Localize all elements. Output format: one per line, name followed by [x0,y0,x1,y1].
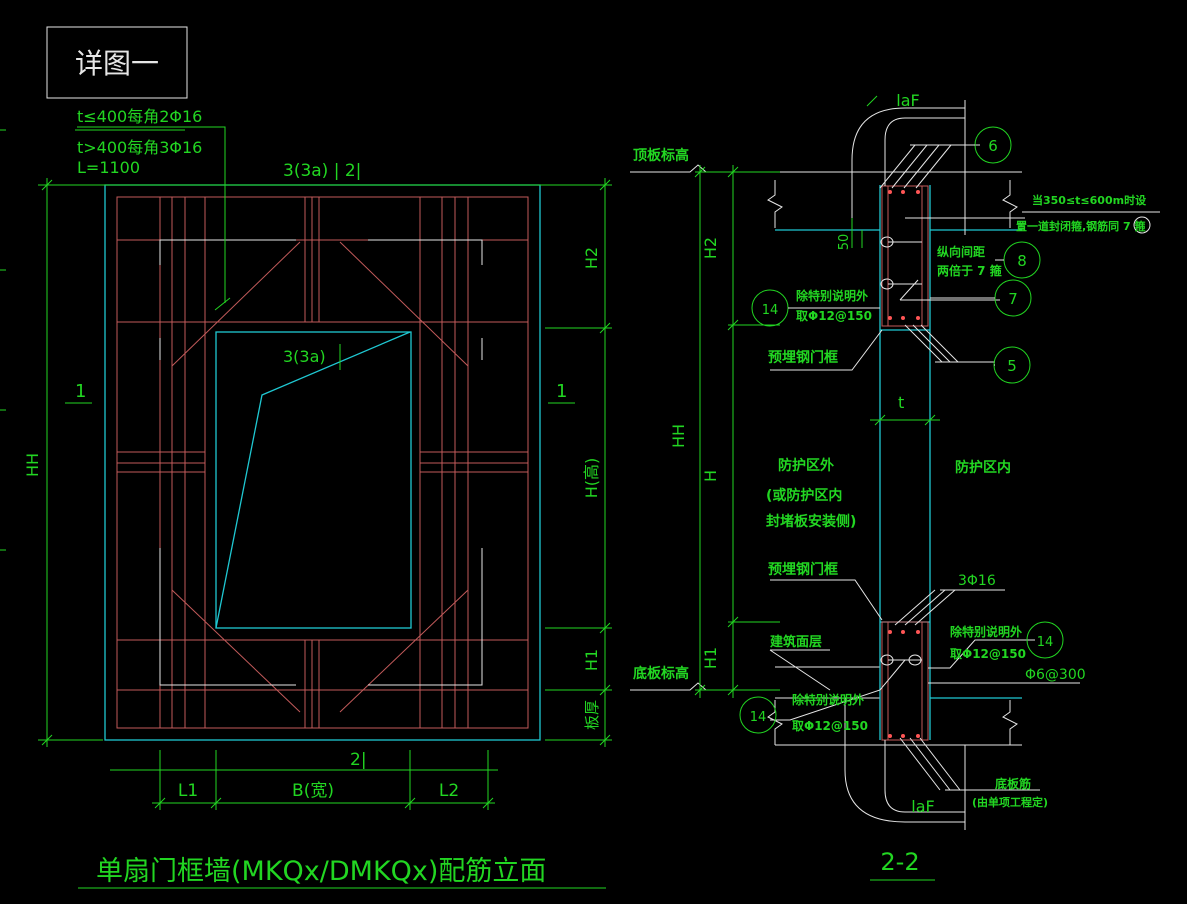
bottom-slab-elevation-label: 底板标高 [633,665,689,682]
note-default-5: 除特别说明外 [792,692,864,707]
embed-frame-bottom: 预埋钢门框 [768,561,838,578]
dim-50-label: 50 [837,234,852,251]
outside-zone-2: (或防护区内 [766,487,842,504]
dim-L2-label: L2 [439,781,459,801]
callout-14a: 14 [762,303,779,318]
rebar-dots [888,190,920,738]
elevation-drawing [38,126,612,889]
note-seal-bar: 置一道封闭箍,钢筋同 7 箍 [1016,219,1146,233]
section-labels: 顶板标高 底板标高 laF laF 50 当350≤t≤600m时设 置一道封闭… [633,91,1147,876]
section-caption: 2-2 [880,848,919,876]
door-leaf-line [215,331,411,629]
bottom-rebar-label: 2| [350,750,367,770]
section-dim-H: H [701,470,720,482]
phi6-300: Φ6@300 [1025,667,1086,683]
laF-bottom-label: laF [911,797,934,816]
callout-14b: 14 [1037,635,1054,650]
inside-zone: 防护区内 [955,459,1011,476]
dim-L1-label: L1 [178,781,198,801]
note-L: L=1100 [77,158,140,177]
dim-t-label: t [898,393,904,412]
finish-layer: 建筑面层 [770,634,822,650]
note-default-4: 取Φ12@150 [950,647,1026,661]
top-slab-elevation-label: 顶板标高 [633,147,689,164]
hatch-5 [904,324,995,363]
rebar-3phi16: 3Φ16 [958,573,996,589]
detail-title-box: 详图一 [46,26,188,99]
callout-6: 6 [988,137,998,155]
rebar-grid [116,196,529,729]
rebar-note-leader [77,126,226,303]
dim-right-stack [545,178,612,747]
section-mark-right: 1 [556,381,567,402]
note-t-gt-400: t>400每角3Φ16 [77,138,202,157]
detail-title: 详图一 [75,47,159,80]
note-default-2: 取Φ12@150 [796,309,872,323]
bottom-slab-rebar-1: 底板筋 [995,776,1031,791]
inner-rebar-label: 3(3a) [283,347,326,366]
corner-brackets [159,239,483,686]
dim-H-label: H(高) [582,458,601,499]
callout-14c: 14 [750,710,767,725]
bottom-slab-rebar-2: (由单项工程定) [972,795,1048,809]
dim-B-label: B(宽) [292,781,334,801]
dim-H1-label: H1 [582,649,601,671]
callout-7: 7 [1008,290,1018,308]
note-spacing-2: 两倍于 7 箍 [937,263,1002,278]
section-dim-H1: H1 [701,647,720,669]
hatch-bottom [894,589,1040,791]
section-dims-left [694,165,780,698]
callout-8: 8 [1017,252,1027,270]
section-dim-HH: HH [669,424,688,448]
note-350-600: 当350≤t≤600m时设 [1032,193,1147,207]
door-opening [215,331,412,629]
top-rebar-label: 3(3a) | 2| [283,161,361,181]
dim-bottom [152,750,495,810]
section-mark-left: 1 [75,381,86,402]
elevation-labels: t≤400每角2Φ16 t>400每角3Φ16 L=1100 3(3a) | 2… [23,107,601,887]
note-spacing-1: 纵向间距 [937,244,985,259]
note-default-1: 除特别说明外 [796,288,868,303]
section-dim-H2: H2 [701,237,720,259]
outside-zone-3: 封堵板安装侧) [766,513,856,530]
note-default-3: 除特别说明外 [950,624,1022,639]
note-default-6: 取Φ12@150 [792,719,868,733]
dim-HH-label: HH [23,453,42,477]
dim-slab-label: 板厚 [583,700,601,730]
note-t-le-400: t≤400每角2Φ16 [77,107,202,126]
section-drawing [630,95,1160,881]
embed-frame-top: 预埋钢门框 [768,349,838,366]
laF-top-label: laF [896,91,919,110]
viewport-edge-marks [0,129,6,551]
callout-5: 5 [1007,357,1017,375]
dim-H2-label: H2 [582,247,601,269]
elevation-caption: 单扇门框墙(MKQx/DMKQx)配筋立面 [96,856,546,887]
dim-HH-left [38,178,103,747]
outside-zone-1: 防护区外 [778,457,834,474]
